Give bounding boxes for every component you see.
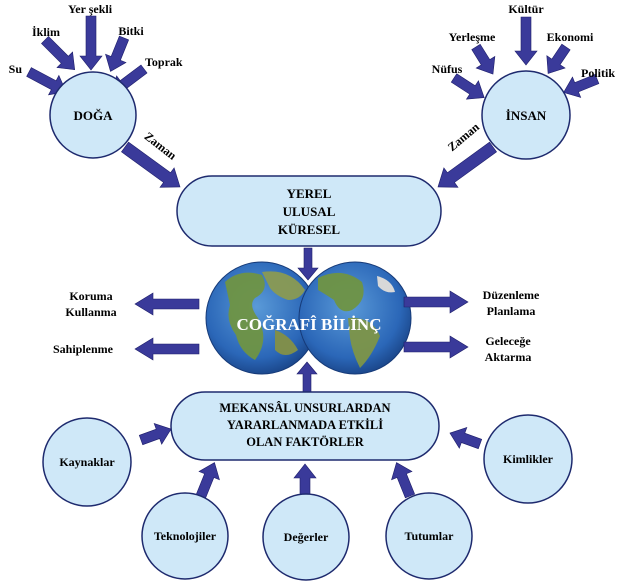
factor-kimlikler: Kimlikler xyxy=(483,414,573,504)
output-duzenleme: Düzenleme xyxy=(483,288,540,302)
output-sahiplenme: Sahiplenme xyxy=(53,342,114,356)
arrow-duzenleme-planlama xyxy=(403,290,469,314)
arrow-kimlikler xyxy=(449,427,483,450)
factors-line-3: OLAN FAKTÖRLER xyxy=(246,435,364,449)
globe-land-australia xyxy=(275,330,298,355)
insan-node: İNSAN xyxy=(481,70,571,160)
scale-pill xyxy=(176,175,442,247)
arrow-bitki xyxy=(105,35,130,72)
globe-label: COĞRAFÎ BİLİNÇ xyxy=(237,315,382,334)
doga-input-arrows xyxy=(26,15,148,96)
output-aktarma: Aktarma xyxy=(485,350,532,364)
insan-input-nufus: Nüfus xyxy=(432,62,463,76)
arrow-ekonomi xyxy=(546,43,571,74)
arrow-nufus xyxy=(450,73,485,100)
arrow-politik xyxy=(563,73,600,98)
scale-line-3: KÜRESEL xyxy=(278,222,340,237)
output-gelecege: Geleceğe xyxy=(485,334,531,348)
doga-circle xyxy=(49,71,137,159)
degerler-label: Değerler xyxy=(284,530,329,544)
factors-pill xyxy=(170,391,440,461)
globe-land-north-america xyxy=(318,272,364,312)
arrow-tutumlar xyxy=(391,462,416,499)
kimlikler-label: Kimlikler xyxy=(503,452,554,466)
insan-input-arrows xyxy=(450,16,600,100)
insan-input-politik: Politik xyxy=(581,66,615,80)
globe-illustration: COĞRAFÎ BİLİNÇ xyxy=(205,261,412,375)
doga-label: DOĞA xyxy=(74,108,114,123)
output-koruma: Koruma xyxy=(69,289,112,303)
doga-input-su: Su xyxy=(9,62,23,76)
factor-arrows xyxy=(138,423,483,501)
insan-circle xyxy=(481,70,571,160)
arrow-gelecege-aktarma xyxy=(403,335,469,359)
kimlikler-circle xyxy=(483,414,573,504)
factors-box: MEKANSÂL UNSURLARDAN YARARLANMADA ETKİLİ… xyxy=(170,391,440,461)
scale-to-globe-arrow xyxy=(297,247,319,281)
insan-label: İNSAN xyxy=(506,108,547,123)
tutumlar-label: Tutumlar xyxy=(405,529,455,543)
arrow-sahiplenme xyxy=(134,337,200,361)
arrow-yer-sekli xyxy=(79,15,103,71)
output-kullanma: Kullanma xyxy=(65,305,116,319)
arrow-kaynaklar xyxy=(138,423,172,446)
doga-node: DOĞA xyxy=(49,71,137,159)
degerler-circle xyxy=(262,493,350,581)
factors-line-2: YARARLANMADA ETKİLİ xyxy=(227,418,383,432)
doga-input-yer-sekli: Yer şekli xyxy=(68,2,113,16)
factors-to-globe-arrow xyxy=(296,361,318,393)
factor-kaynaklar: Kaynaklar xyxy=(42,417,132,507)
output-planlama: Planlama xyxy=(487,304,536,318)
teknolojiler-label: Teknolojiler xyxy=(154,529,217,543)
insan-zaman-label: Zaman xyxy=(445,120,482,155)
doga-input-iklim: İklim xyxy=(32,25,60,39)
arrow-iklim xyxy=(41,36,76,71)
doga-zaman-arrow xyxy=(121,141,181,188)
insan-input-kultur: Kültür xyxy=(508,2,544,16)
arrow-kultur xyxy=(514,16,538,66)
arrow-koruma-kullanma xyxy=(134,292,200,316)
insan-input-ekonomi: Ekonomi xyxy=(547,30,594,44)
globe-land-asia xyxy=(262,271,305,300)
insan-zaman-arrow xyxy=(437,141,497,188)
tutumlar-circle xyxy=(385,492,473,580)
insan-input-yerlesme: Yerleşme xyxy=(449,30,496,44)
scale-box: YEREL ULUSAL KÜRESEL xyxy=(176,175,442,247)
teknolojiler-circle xyxy=(141,492,229,580)
factor-teknolojiler: Teknolojiler xyxy=(141,492,229,580)
globe-land-south-america xyxy=(348,317,380,368)
doga-input-bitki: Bitki xyxy=(118,24,144,38)
scale-line-2: ULUSAL xyxy=(283,204,336,219)
kaynaklar-circle xyxy=(42,417,132,507)
factor-degerler: Değerler xyxy=(262,493,350,581)
factors-line-1: MEKANSÂL UNSURLARDAN xyxy=(219,401,390,415)
arrow-yerlesme xyxy=(471,43,496,75)
globe-land-greenland xyxy=(377,276,395,293)
scale-line-1: YEREL xyxy=(287,186,332,201)
factor-tutumlar: Tutumlar xyxy=(385,492,473,580)
doga-input-toprak: Toprak xyxy=(145,55,183,69)
arrow-teknolojiler xyxy=(195,462,220,499)
kaynaklar-label: Kaynaklar xyxy=(59,455,115,469)
globe-land-africa xyxy=(225,272,265,360)
